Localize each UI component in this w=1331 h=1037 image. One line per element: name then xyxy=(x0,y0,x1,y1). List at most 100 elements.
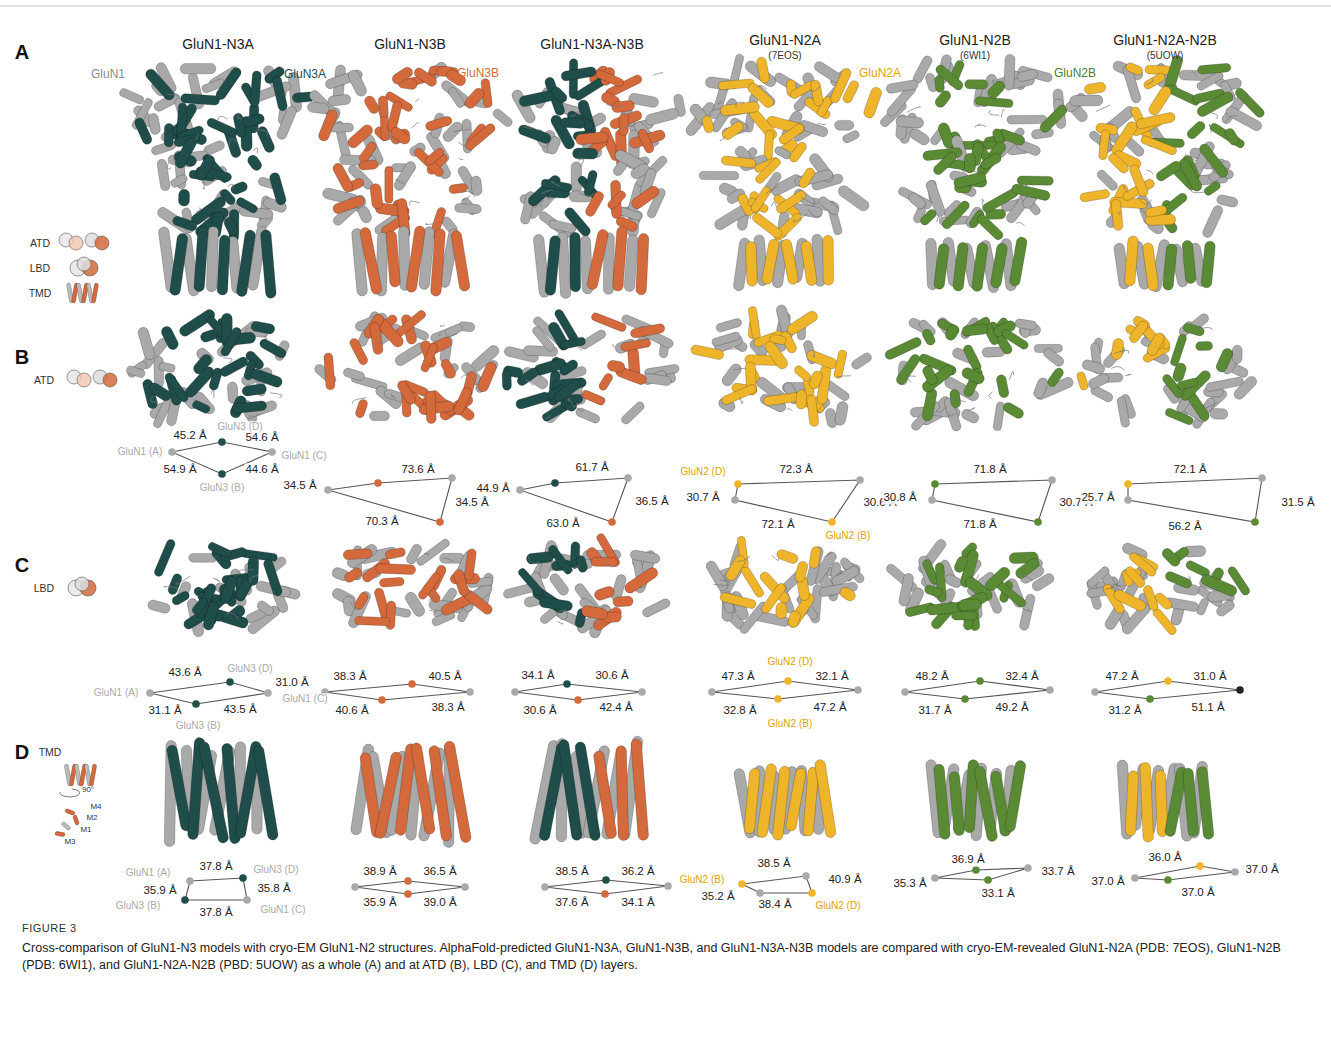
helix-cylinder xyxy=(385,166,393,203)
helix-cylinder xyxy=(1164,407,1194,426)
helix-cylinder xyxy=(1124,565,1147,589)
distance-label: 37.6 Å xyxy=(554,896,589,909)
helix-cylinder xyxy=(593,750,617,839)
helix-cylinder xyxy=(369,322,384,355)
loop xyxy=(229,139,236,147)
loop xyxy=(223,358,232,363)
helix-cylinder xyxy=(262,558,283,597)
loop xyxy=(1001,109,1004,117)
loop xyxy=(736,102,744,108)
helix-cylinder xyxy=(1182,240,1197,284)
helix-cylinder xyxy=(1107,152,1131,175)
helix-cylinder xyxy=(684,100,717,137)
helix-cylinder xyxy=(147,113,161,136)
helix-cylinder xyxy=(517,567,545,598)
distance-label: 54.6 Å xyxy=(244,431,279,444)
loop xyxy=(1019,573,1032,580)
helix-cylinder xyxy=(756,56,770,84)
loop xyxy=(1147,78,1153,85)
distance-label: 35.2 Å xyxy=(700,890,735,903)
loop xyxy=(352,398,366,404)
helix-cylinder xyxy=(233,112,247,138)
loop xyxy=(528,556,539,563)
helix-cylinder xyxy=(1016,68,1038,82)
helix-cylinder xyxy=(541,179,573,193)
subunit-dot xyxy=(1091,688,1099,696)
domain-label: LBD xyxy=(34,582,54,594)
loop xyxy=(204,218,209,221)
helix-cylinder xyxy=(171,215,198,232)
subunit-label: GluN3 (D) xyxy=(252,864,299,876)
helix-cylinder xyxy=(1200,573,1239,598)
helix-cylinder xyxy=(258,337,287,359)
helix-cylinder xyxy=(250,320,275,334)
subunit-dot xyxy=(192,700,200,708)
helix-cylinder xyxy=(379,577,404,587)
distance-label: 34.1 Å xyxy=(520,669,555,682)
loop xyxy=(606,105,622,107)
distance-label: 71.8 Å xyxy=(962,518,997,531)
subunit-dot xyxy=(574,696,582,704)
loop xyxy=(937,216,940,222)
distance-label: 38.5 Å xyxy=(756,857,791,870)
helix-cylinder xyxy=(363,94,381,115)
helix-cylinder xyxy=(1009,236,1028,287)
tmd-structure xyxy=(1117,760,1214,843)
helix-cylinder xyxy=(72,815,79,826)
loop xyxy=(1204,402,1218,409)
helix-cylinder xyxy=(1128,319,1150,344)
helix-cylinder xyxy=(643,373,672,386)
helix-cylinder xyxy=(126,365,146,379)
helix-cylinder xyxy=(370,183,384,209)
helix-cylinder xyxy=(1004,760,1026,833)
domain-label: TMD xyxy=(29,287,52,299)
helix-cylinder xyxy=(1195,90,1234,118)
distance-diagram xyxy=(181,874,251,904)
helix-cylinder xyxy=(721,156,756,169)
helix-cylinder xyxy=(788,140,809,163)
subunit-label: GluN1 (C) xyxy=(259,904,306,916)
loop xyxy=(977,125,986,127)
distance-label: 31.7 Å xyxy=(917,704,952,717)
loop xyxy=(972,602,977,607)
distance-label: 38.4 Å xyxy=(757,898,792,911)
subunit-dot xyxy=(239,874,247,882)
subunit-dot xyxy=(984,876,992,884)
loop xyxy=(1191,188,1207,192)
helix-cylinder xyxy=(956,591,989,613)
helix-cylinder xyxy=(491,107,514,128)
helix-cylinder xyxy=(415,538,451,567)
subunit-dot xyxy=(734,480,742,488)
distance-label: 36.2 Å xyxy=(620,865,655,878)
loop xyxy=(1191,72,1198,78)
helix-cylinder xyxy=(1201,204,1224,239)
helix-cylinder xyxy=(595,69,625,88)
loop xyxy=(613,344,615,348)
helix-cylinder xyxy=(190,596,209,616)
helix-cylinder xyxy=(833,349,847,379)
loop xyxy=(746,214,751,218)
helix-cylinder xyxy=(164,123,173,147)
subunit-dot xyxy=(1124,480,1132,488)
loop xyxy=(793,214,807,223)
subunit-dot xyxy=(404,877,412,885)
loop xyxy=(176,576,191,584)
subunit-dot xyxy=(1236,686,1244,694)
loop xyxy=(1146,170,1153,174)
helix-cylinder xyxy=(502,370,512,390)
subunit-dot xyxy=(624,474,632,482)
helix-cylinder xyxy=(1223,127,1240,147)
loop xyxy=(392,139,398,144)
helix-cylinder xyxy=(1112,588,1147,613)
helix-cylinder xyxy=(884,336,923,361)
pdb-code: (6WI1) xyxy=(960,50,990,62)
subunit-dot xyxy=(1251,518,1259,526)
subunit-name: GluN3B xyxy=(457,67,499,81)
helix-cylinder xyxy=(396,379,417,406)
subunit-dot xyxy=(828,518,836,526)
helix-cylinder xyxy=(629,549,660,564)
helix-cylinder xyxy=(552,378,583,404)
subunit-label: GluN3 (B) xyxy=(115,900,161,912)
distance-label: 61.7 Å xyxy=(574,461,609,474)
helix-cylinder xyxy=(907,191,928,211)
